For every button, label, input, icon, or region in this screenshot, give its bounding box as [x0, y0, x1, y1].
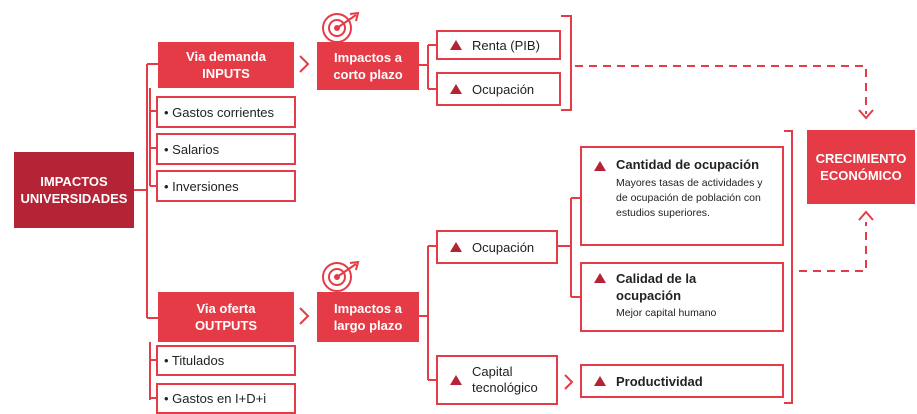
- target-icon: [322, 11, 360, 43]
- short-term-line1: Impactos a: [334, 50, 402, 65]
- short-term-node: Impactos a corto plazo: [317, 42, 419, 90]
- triangle-bullet-icon: [594, 160, 606, 171]
- demand-item: • Salarios: [156, 133, 296, 165]
- detail-productividad-label: Productividad: [616, 373, 703, 389]
- effect-ocupacion-long-label: Ocupación: [472, 239, 535, 255]
- long-term-line1: Impactos a: [334, 301, 402, 316]
- short-term-line2: corto plazo: [333, 67, 403, 82]
- triangle-bullet-icon: [594, 376, 606, 386]
- effect-capital-line1: Capital: [472, 364, 513, 379]
- detail-calidad-title-line1: Calidad de la: [616, 271, 697, 286]
- long-term-node: Impactos a largo plazo: [317, 292, 419, 342]
- supply-title-line1: Via oferta: [196, 301, 256, 316]
- chevron-right-icon: [299, 307, 310, 325]
- detail-cantidad-desc: Mayores tasas de actividades y de ocupac…: [616, 177, 763, 219]
- effect-renta: Renta (PIB): [436, 30, 561, 60]
- target-icon: [322, 260, 360, 292]
- triangle-bullet-icon: [594, 273, 606, 283]
- effect-ocupacion-long: Ocupación: [436, 230, 558, 264]
- effect-capital-line2: tecnológico: [472, 380, 538, 395]
- result-line2: ECONÓMICO: [820, 168, 902, 183]
- demand-item: • Inversiones: [156, 170, 296, 202]
- effect-renta-label: Renta (PIB): [472, 37, 540, 53]
- arrow-up-icon: [858, 210, 874, 221]
- supply-title-line2: OUTPUTS: [194, 318, 258, 333]
- effect-ocupacion-short-label: Ocupación: [472, 81, 535, 97]
- root-node: IMPACTOS UNIVERSIDADES: [14, 152, 134, 228]
- demand-title-line1: Via demanda: [186, 49, 266, 64]
- demand-title-line2: INPUTS: [202, 66, 250, 81]
- root-label-line2: UNIVERSIDADES: [20, 191, 128, 206]
- detail-productividad: Productividad: [580, 364, 784, 398]
- detail-calidad-title-line2: ocupación: [616, 288, 682, 303]
- root-label-line1: IMPACTOS: [40, 174, 108, 189]
- triangle-bullet-icon: [450, 84, 462, 94]
- detail-calidad: Calidad de la ocupación Mejor capital hum…: [580, 262, 784, 332]
- chevron-right-icon: [299, 55, 310, 73]
- chevron-right-icon: [564, 374, 574, 390]
- detail-calidad-desc: Mejor capital humano: [616, 307, 717, 319]
- triangle-bullet-icon: [450, 242, 462, 252]
- long-term-line2: largo plazo: [333, 318, 403, 333]
- result-node: CRECIMIENTO ECONÓMICO: [807, 130, 915, 204]
- arrow-down-icon: [858, 109, 874, 120]
- detail-cantidad: Cantidad de ocupación Mayores tasas de a…: [580, 146, 784, 246]
- detail-cantidad-title: Cantidad de ocupación: [616, 157, 760, 172]
- triangle-bullet-icon: [450, 40, 462, 50]
- triangle-bullet-icon: [450, 375, 462, 385]
- supply-item: • Titulados: [156, 345, 296, 376]
- result-line1: CRECIMIENTO: [815, 151, 907, 166]
- effect-ocupacion-short: Ocupación: [436, 72, 561, 106]
- demand-item: • Gastos corrientes: [156, 96, 296, 128]
- supply-item: • Gastos en I+D+i: [156, 383, 296, 414]
